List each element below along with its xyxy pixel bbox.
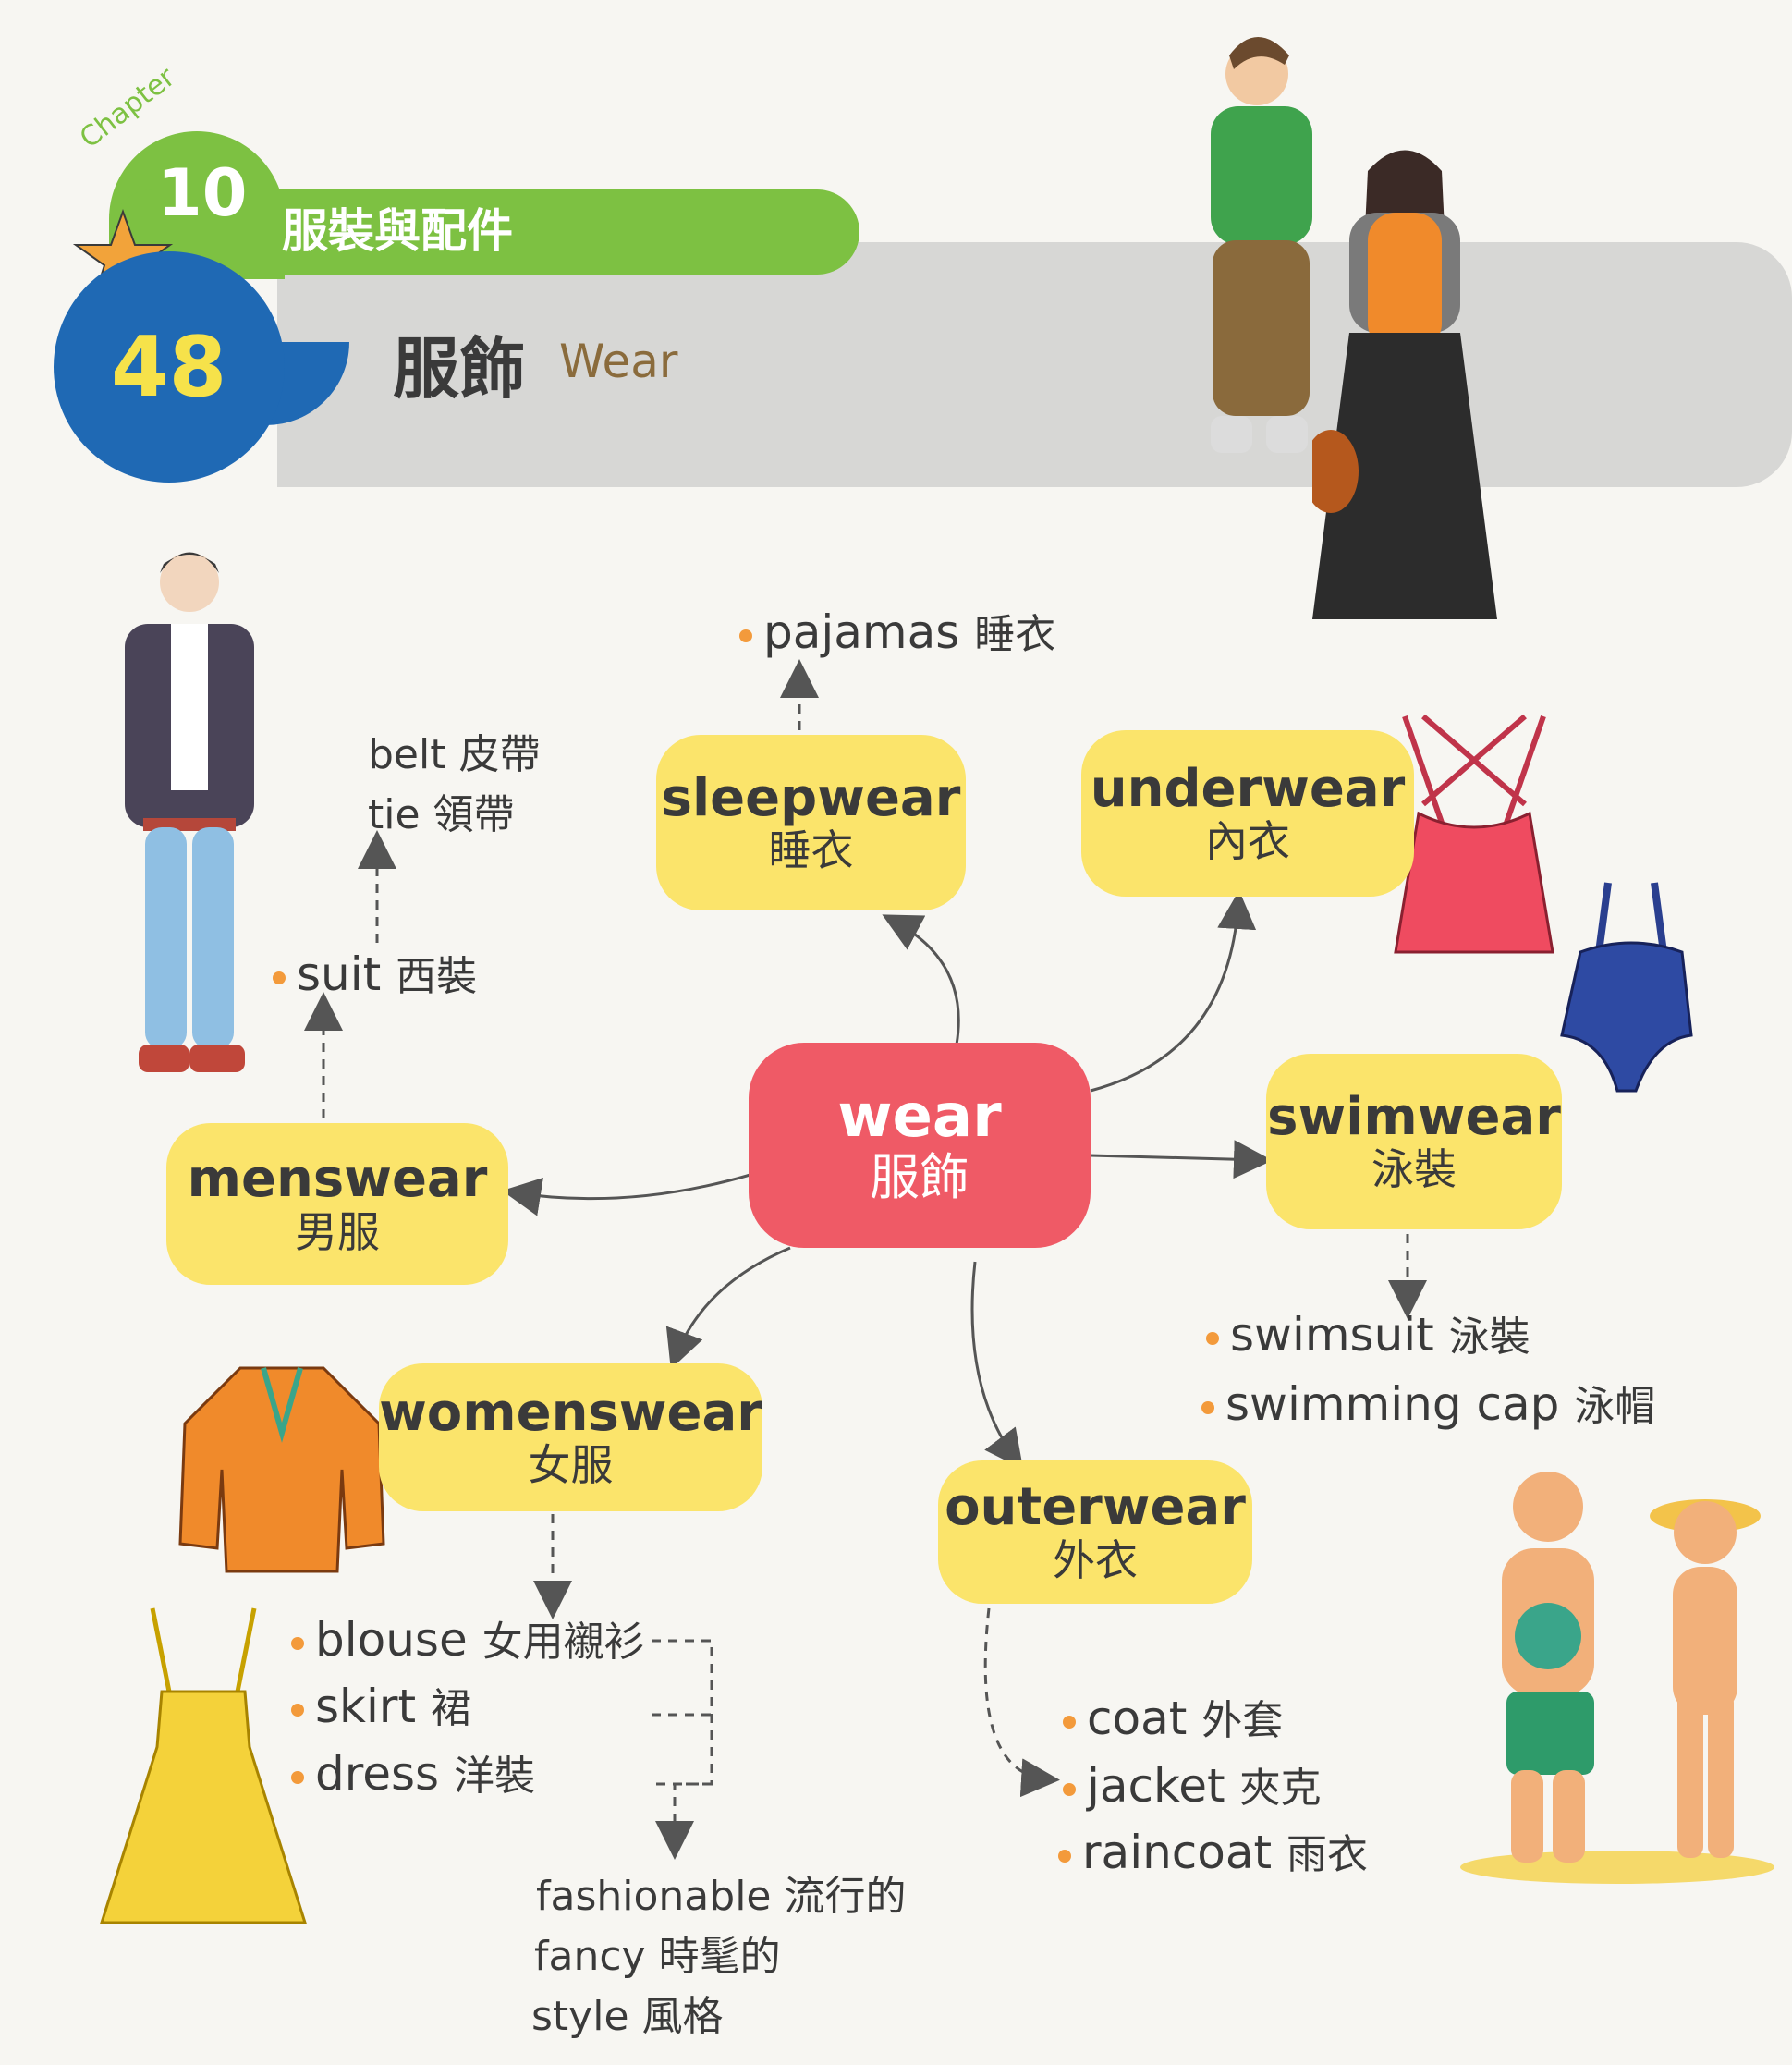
word-zh: 西裝 [396,953,478,1000]
word-en: belt [368,731,446,778]
node-menswear-zh: 男服 [295,1206,380,1257]
header-band [277,242,1792,487]
bullet-dot [291,1703,304,1717]
word-en: jacket [1087,1759,1225,1813]
blouse-illustration [178,1366,385,1573]
word-coat: coat 外套 [1063,1687,1283,1746]
unit-badge [54,251,285,483]
word-zh: 雨衣 [1286,1831,1369,1878]
word-en: style [531,1993,629,2040]
word-swimsuit: swimsuit 泳裝 [1206,1303,1530,1362]
word-zh: 領帶 [433,791,515,838]
word-en: suit [297,947,382,1001]
bullet-dot [1063,1782,1076,1796]
node-sleepwear-en: sleepwear [661,767,961,828]
bullet-dot [291,1636,304,1650]
word-zh: 風格 [641,1993,724,2040]
word-en: skirt [315,1680,417,1733]
node-outerwear-zh: 外衣 [1053,1534,1138,1585]
node-underwear-en: underwear [1090,758,1406,819]
word-style: style 風格 [531,1983,724,2042]
word-en: raincoat [1082,1826,1273,1879]
unit-number: 48 [111,319,227,416]
word-zh: 洋裝 [453,1753,535,1800]
word-fashionable: fashionable 流行的 [536,1863,906,1922]
word-zh: 裙 [430,1685,471,1732]
bullet-dot [1206,1331,1219,1345]
word-en: fashionable [536,1873,772,1920]
word-belt: belt 皮帶 [368,721,540,780]
swimsuit-illustration [1560,882,1693,1093]
node-outerwear: outerwear 外衣 [938,1460,1252,1604]
node-wear: wear 服飾 [749,1043,1091,1248]
word-tie: tie 領帶 [368,781,515,840]
unit-title: 服飾 [393,330,527,408]
bullet-dot [1063,1715,1076,1729]
node-womenswear-zh: 女服 [528,1440,614,1491]
word-en: swimsuit [1230,1308,1434,1362]
node-womenswear: womenswear 女服 [379,1363,762,1511]
node-swimwear-en: swimwear [1267,1086,1561,1147]
word-zh: 皮帶 [458,731,541,778]
node-outerwear-en: outerwear [945,1477,1246,1538]
word-en: coat [1087,1692,1188,1745]
word-blouse: blouse 女用襯衫 [291,1608,645,1668]
word-en: dress [315,1747,440,1801]
yellow-dress-illustration [99,1607,308,1924]
node-wear-zh: 服飾 [870,1148,969,1207]
word-zh: 睡衣 [974,611,1056,658]
node-swimwear-zh: 泳裝 [1371,1144,1457,1195]
bullet-dot [273,971,286,984]
word-en: swimming cap [1225,1377,1560,1431]
node-underwear: underwear 內衣 [1081,730,1414,897]
word-en: blouse [315,1613,468,1667]
chapter-band [111,189,859,275]
word-swimming-cap: swimming cap 泳帽 [1201,1373,1655,1432]
bullet-dot [1058,1849,1071,1863]
node-menswear: menswear 男服 [166,1123,508,1285]
word-suit: suit 西裝 [273,943,477,1002]
node-womenswear-en: womenswear [379,1382,762,1443]
word-skirt: skirt 裙 [291,1675,471,1734]
camisole-illustration [1394,714,1554,954]
beach-couple-illustration [1460,1472,1774,1884]
word-pajamas: pajamas 睡衣 [739,601,1055,660]
chapter-number: 10 [157,155,248,231]
woman-coat-illustration [1312,150,1497,619]
word-zh: 泳裝 [1448,1314,1530,1361]
word-zh: 女用襯衫 [482,1619,645,1666]
unit-subtitle: Wear [559,335,678,388]
word-zh: 泳帽 [1574,1383,1656,1430]
word-dress: dress 洋裝 [291,1742,535,1802]
word-en: tie [368,791,421,838]
bullet-dot [739,629,752,642]
node-sleepwear: sleepwear 睡衣 [656,735,966,910]
bullet-dot [1201,1400,1214,1414]
node-swimwear: swimwear 泳裝 [1266,1054,1562,1229]
word-fancy: fancy 時髦的 [534,1923,781,1982]
man-suit-illustration [125,552,254,1072]
word-raincoat: raincoat 雨衣 [1058,1821,1368,1880]
node-menswear-en: menswear [187,1149,488,1210]
man-casual-illustration [1211,37,1312,453]
word-zh: 夾克 [1239,1765,1322,1812]
word-zh: 外套 [1201,1697,1284,1744]
word-jacket: jacket 夾克 [1063,1754,1321,1814]
chapter-title: 服裝與配件 [282,204,513,258]
word-en: pajamas [763,605,960,659]
word-zh: 流行的 [784,1873,907,1920]
word-en: fancy [534,1933,646,1980]
node-wear-en: wear [837,1081,1002,1151]
node-underwear-zh: 內衣 [1205,816,1290,867]
word-zh: 時髦的 [658,1933,781,1980]
node-sleepwear-zh: 睡衣 [768,825,854,876]
bullet-dot [291,1770,304,1784]
